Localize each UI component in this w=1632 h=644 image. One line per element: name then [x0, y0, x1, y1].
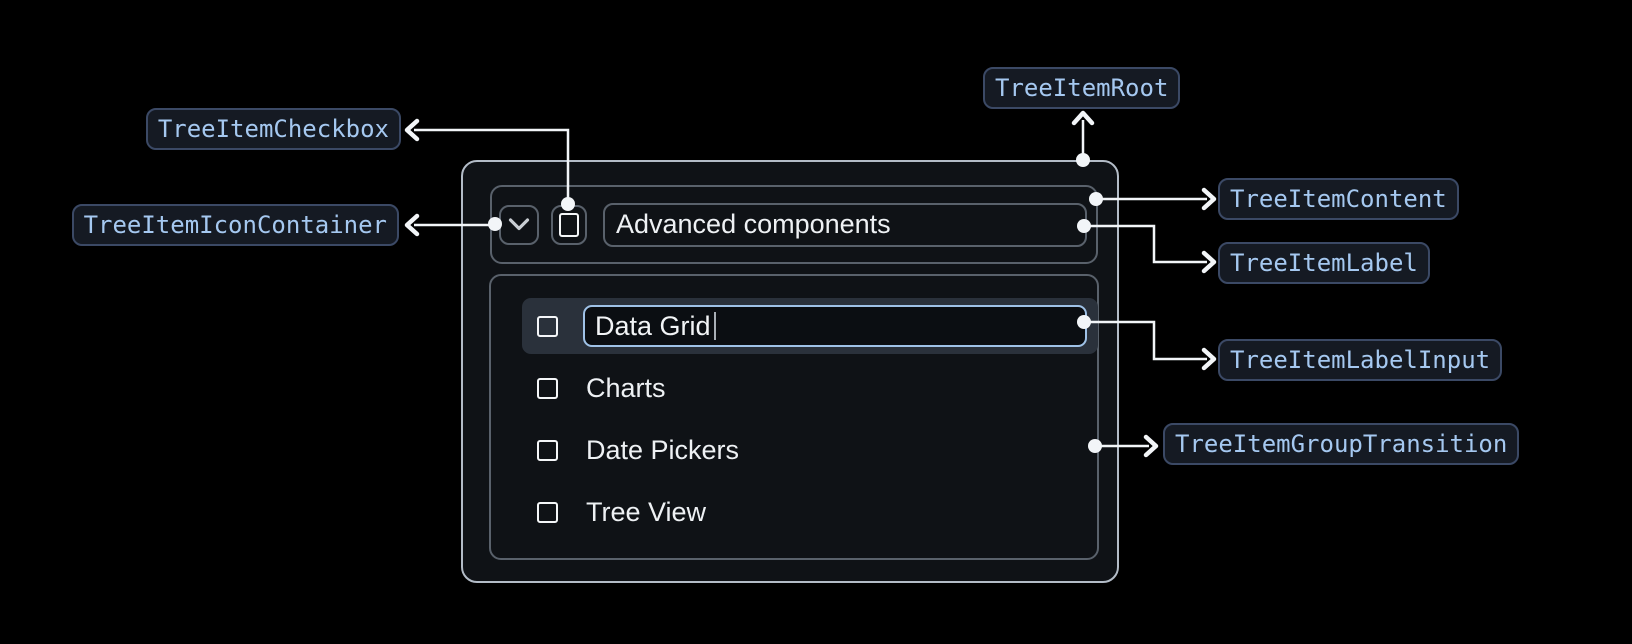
- tree-item-row[interactable]: Date Pickers: [537, 432, 739, 468]
- tree-item-root-badge: TreeItemRoot: [983, 67, 1181, 109]
- checkbox-unchecked-icon[interactable]: [537, 439, 558, 461]
- checkbox-unchecked-icon[interactable]: [537, 377, 558, 399]
- label-input-value: Data Grid: [595, 310, 711, 341]
- tree-item-row-label: Tree View: [586, 496, 707, 527]
- tree-item-icon-container[interactable]: [499, 204, 539, 245]
- tree-item-content[interactable]: Advanced components: [490, 185, 1098, 264]
- text-caret: [713, 312, 717, 340]
- tree-item-label-input[interactable]: Data Grid: [583, 305, 1087, 347]
- tree-item-group-transition: Data Grid Charts Date Pickers Tree View: [489, 274, 1099, 560]
- tree-item-row[interactable]: Charts: [537, 370, 666, 406]
- tree-item-editing-row[interactable]: Data Grid: [522, 298, 1098, 354]
- tree-item-icon-container-badge: TreeItemIconContainer: [71, 204, 399, 246]
- checkbox-unchecked-icon[interactable]: [537, 501, 558, 523]
- tree-item-checkbox-badge: TreeItemCheckbox: [145, 108, 401, 150]
- tree-item-row-label: Date Pickers: [586, 434, 740, 465]
- tree-item-label-input-badge: TreeItemLabelInput: [1218, 339, 1503, 381]
- chevron-down-icon: [508, 218, 530, 231]
- tree-item-row-label: Charts: [586, 372, 666, 403]
- connector-root: [1071, 110, 1095, 167]
- tree-item-checkbox[interactable]: [551, 204, 587, 245]
- tree-item-content-badge: TreeItemContent: [1218, 178, 1459, 220]
- tree-item-label[interactable]: Advanced components: [603, 202, 1087, 247]
- tree-item-root: Advanced components Data Grid Charts Dat…: [461, 160, 1119, 583]
- checkbox-unchecked-icon: [559, 212, 579, 237]
- tree-item-label-badge: TreeItemLabel: [1218, 242, 1430, 284]
- tree-item-group-transition-badge: TreeItemGroupTransition: [1163, 423, 1520, 465]
- checkbox-unchecked-icon[interactable]: [537, 315, 558, 337]
- tree-item-row[interactable]: Tree View: [537, 494, 706, 530]
- tree-item-label-text: Advanced components: [616, 209, 891, 239]
